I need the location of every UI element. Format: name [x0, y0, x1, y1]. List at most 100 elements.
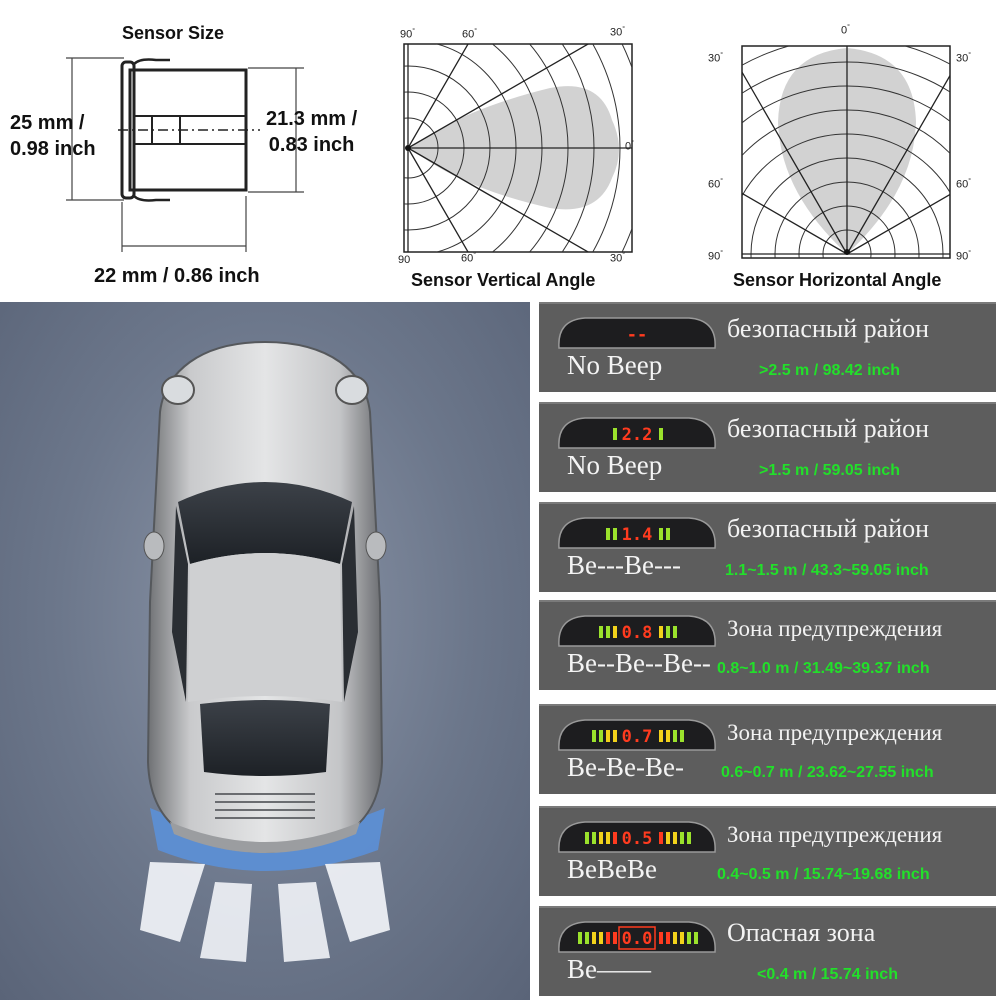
rear-beam-left-outer [140, 862, 205, 942]
horizontal-angle-chart [741, 45, 951, 259]
vert-tick-bottom-60: 60° [461, 252, 477, 265]
zone-label: безопасный район [727, 314, 930, 343]
display-bar [659, 932, 663, 944]
display-bar [613, 932, 617, 944]
display-bar [666, 528, 670, 540]
left-side-window [172, 506, 188, 702]
display-bar [606, 730, 610, 742]
display-bar [599, 932, 603, 944]
horiz-tick-right-90: 90° [956, 250, 972, 263]
level-panel: -- безопасный район No Beep >2.5 m / 98.42 … [539, 302, 996, 392]
display-bar [606, 528, 610, 540]
display-bar [659, 528, 663, 540]
beep-pattern: Be-Be-Be- [567, 752, 684, 782]
windshield [178, 482, 352, 564]
display-bar [666, 832, 670, 844]
horizontal-angle-caption: Sensor Horizontal Angle [733, 270, 942, 290]
horiz-tick-right-60: 60° [956, 178, 972, 191]
display-bar [613, 730, 617, 742]
display-bar [659, 626, 663, 638]
left-mirror [143, 531, 165, 561]
vert-tick-top-90: 90° [400, 28, 416, 41]
parking-display: 2.2 [558, 417, 716, 449]
vert-tick-right-0: 0° [625, 140, 634, 153]
inner-label-line1: 21.3 mm / [266, 108, 358, 130]
display-bar [578, 932, 582, 944]
beep-pattern: No Beep [567, 350, 663, 380]
zone-label: безопасный район [727, 514, 930, 543]
display-bar [613, 428, 617, 440]
car-illustration [140, 340, 390, 962]
vertical-angle-caption: Sensor Vertical Angle [411, 270, 596, 290]
display-housing [558, 719, 716, 751]
display-housing [558, 615, 716, 647]
display-bar [680, 932, 684, 944]
distance-range: 0.8~1.0 m / 31.49~39.37 inch [717, 660, 930, 677]
horiz-tick-right-30: 30° [956, 52, 972, 65]
inner-height-label: 21.3 mm / 0.83 inch [266, 106, 357, 158]
display-bar [687, 832, 691, 844]
beep-pattern: Be—— [567, 954, 651, 984]
horiz-angle-line [846, 74, 950, 255]
display-bar [599, 730, 603, 742]
zone-label: Зона предупреждения [727, 616, 943, 641]
height-label-line2: 0.98 inch [10, 138, 96, 160]
horiz-angle-line [742, 192, 848, 255]
vert-angle-line [407, 44, 590, 149]
distance-range: >2.5 m / 98.42 inch [759, 362, 900, 379]
display-bar [666, 932, 670, 944]
roof [188, 553, 342, 702]
horiz-angle-line [846, 193, 950, 255]
display-bar [592, 730, 596, 742]
display-bar [613, 626, 617, 638]
vert-tick-bottom-30: 30° [610, 252, 626, 265]
display-bar [673, 832, 677, 844]
horiz-angle-line [742, 70, 848, 255]
zone-label: Опасная зона [727, 918, 876, 947]
horiz-tick-left-30: 30° [708, 52, 724, 65]
display-bar [666, 730, 670, 742]
display-readout: 0.0 [622, 929, 653, 949]
parking-display: 0.7 [558, 719, 716, 751]
display-bar [585, 832, 589, 844]
display-bar [673, 932, 677, 944]
height-label-line1: 25 mm / [10, 112, 85, 134]
display-bar [599, 626, 603, 638]
zone-label: Зона предупреждения [727, 822, 943, 847]
zone-label: безопасный район [727, 414, 930, 443]
display-bar [687, 932, 691, 944]
vert-grid [404, 44, 632, 252]
inner-label-line2: 0.83 inch [268, 134, 355, 156]
horiz-tick-top-0: 0° [841, 24, 850, 37]
display-bar [592, 932, 596, 944]
display-bar [680, 730, 684, 742]
display-readout: 1.4 [622, 525, 653, 545]
vert-tick-top-30: 30° [610, 26, 626, 39]
right-headlight [335, 375, 369, 405]
display-bar [606, 832, 610, 844]
distance-range: <0.4 m / 15.74 inch [757, 966, 898, 983]
right-mirror [365, 531, 387, 561]
rear-beam-right-outer [325, 862, 390, 942]
zone-label: Зона предупреждения [727, 720, 943, 745]
rear-window [200, 700, 330, 776]
parking-display: -- [558, 317, 716, 349]
display-readout: -- [627, 325, 647, 345]
display-readout: 0.5 [622, 829, 653, 849]
vert-tick-top-60: 60° [462, 28, 478, 41]
sensor-size-title: Sensor Size [122, 23, 225, 43]
display-readout: 0.7 [622, 727, 653, 747]
horiz-tick-left-90: 90° [708, 250, 724, 263]
sensor-size-drawing [66, 57, 304, 252]
horiz-grid [742, 46, 950, 258]
right-side-window [342, 506, 358, 702]
beep-pattern: BeBeBe [567, 854, 657, 884]
vert-angle-line [407, 147, 590, 252]
display-bar [673, 730, 677, 742]
vert-angle-line [407, 44, 469, 149]
display-bar [592, 832, 596, 844]
